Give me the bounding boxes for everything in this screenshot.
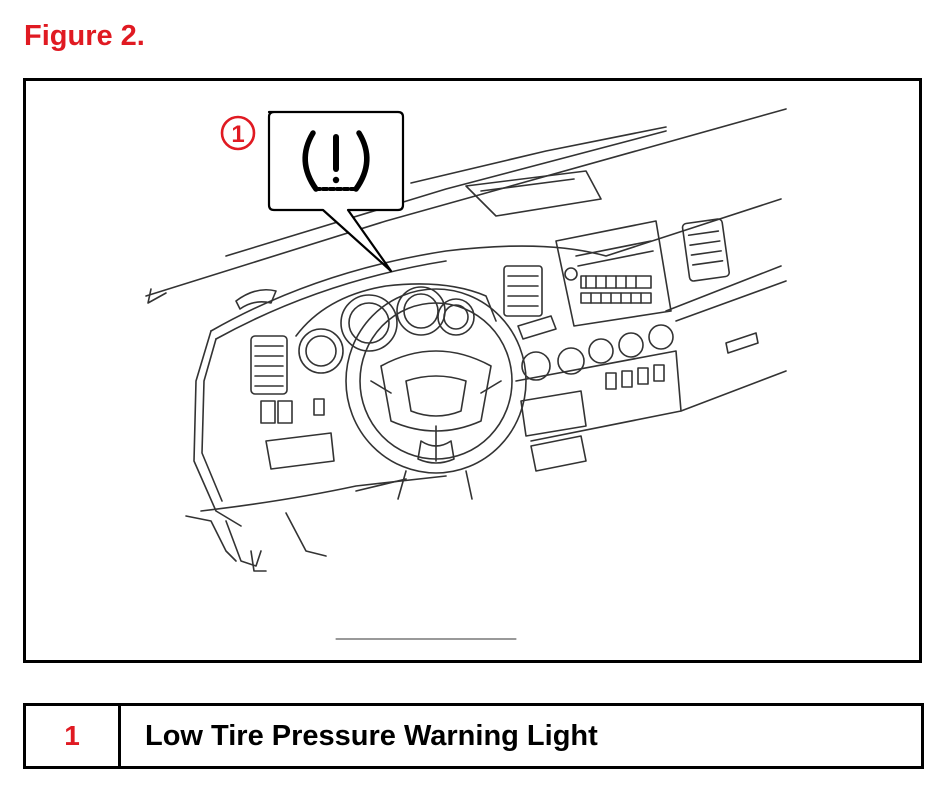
figure-title: Figure 2. [24, 20, 145, 52]
callout-box [267, 110, 405, 273]
legend-label: Low Tire Pressure Warning Light [145, 719, 598, 752]
callout-number-badge: 1 [220, 115, 256, 151]
legend-table: 1 Low Tire Pressure Warning Light [23, 703, 924, 769]
tire-pressure-warning-icon [302, 130, 370, 192]
figure-frame: 1 [23, 78, 922, 663]
callout-number: 1 [231, 121, 244, 148]
dashboard-illustration: 1 [145, 108, 787, 640]
legend-number: 1 [26, 706, 121, 766]
